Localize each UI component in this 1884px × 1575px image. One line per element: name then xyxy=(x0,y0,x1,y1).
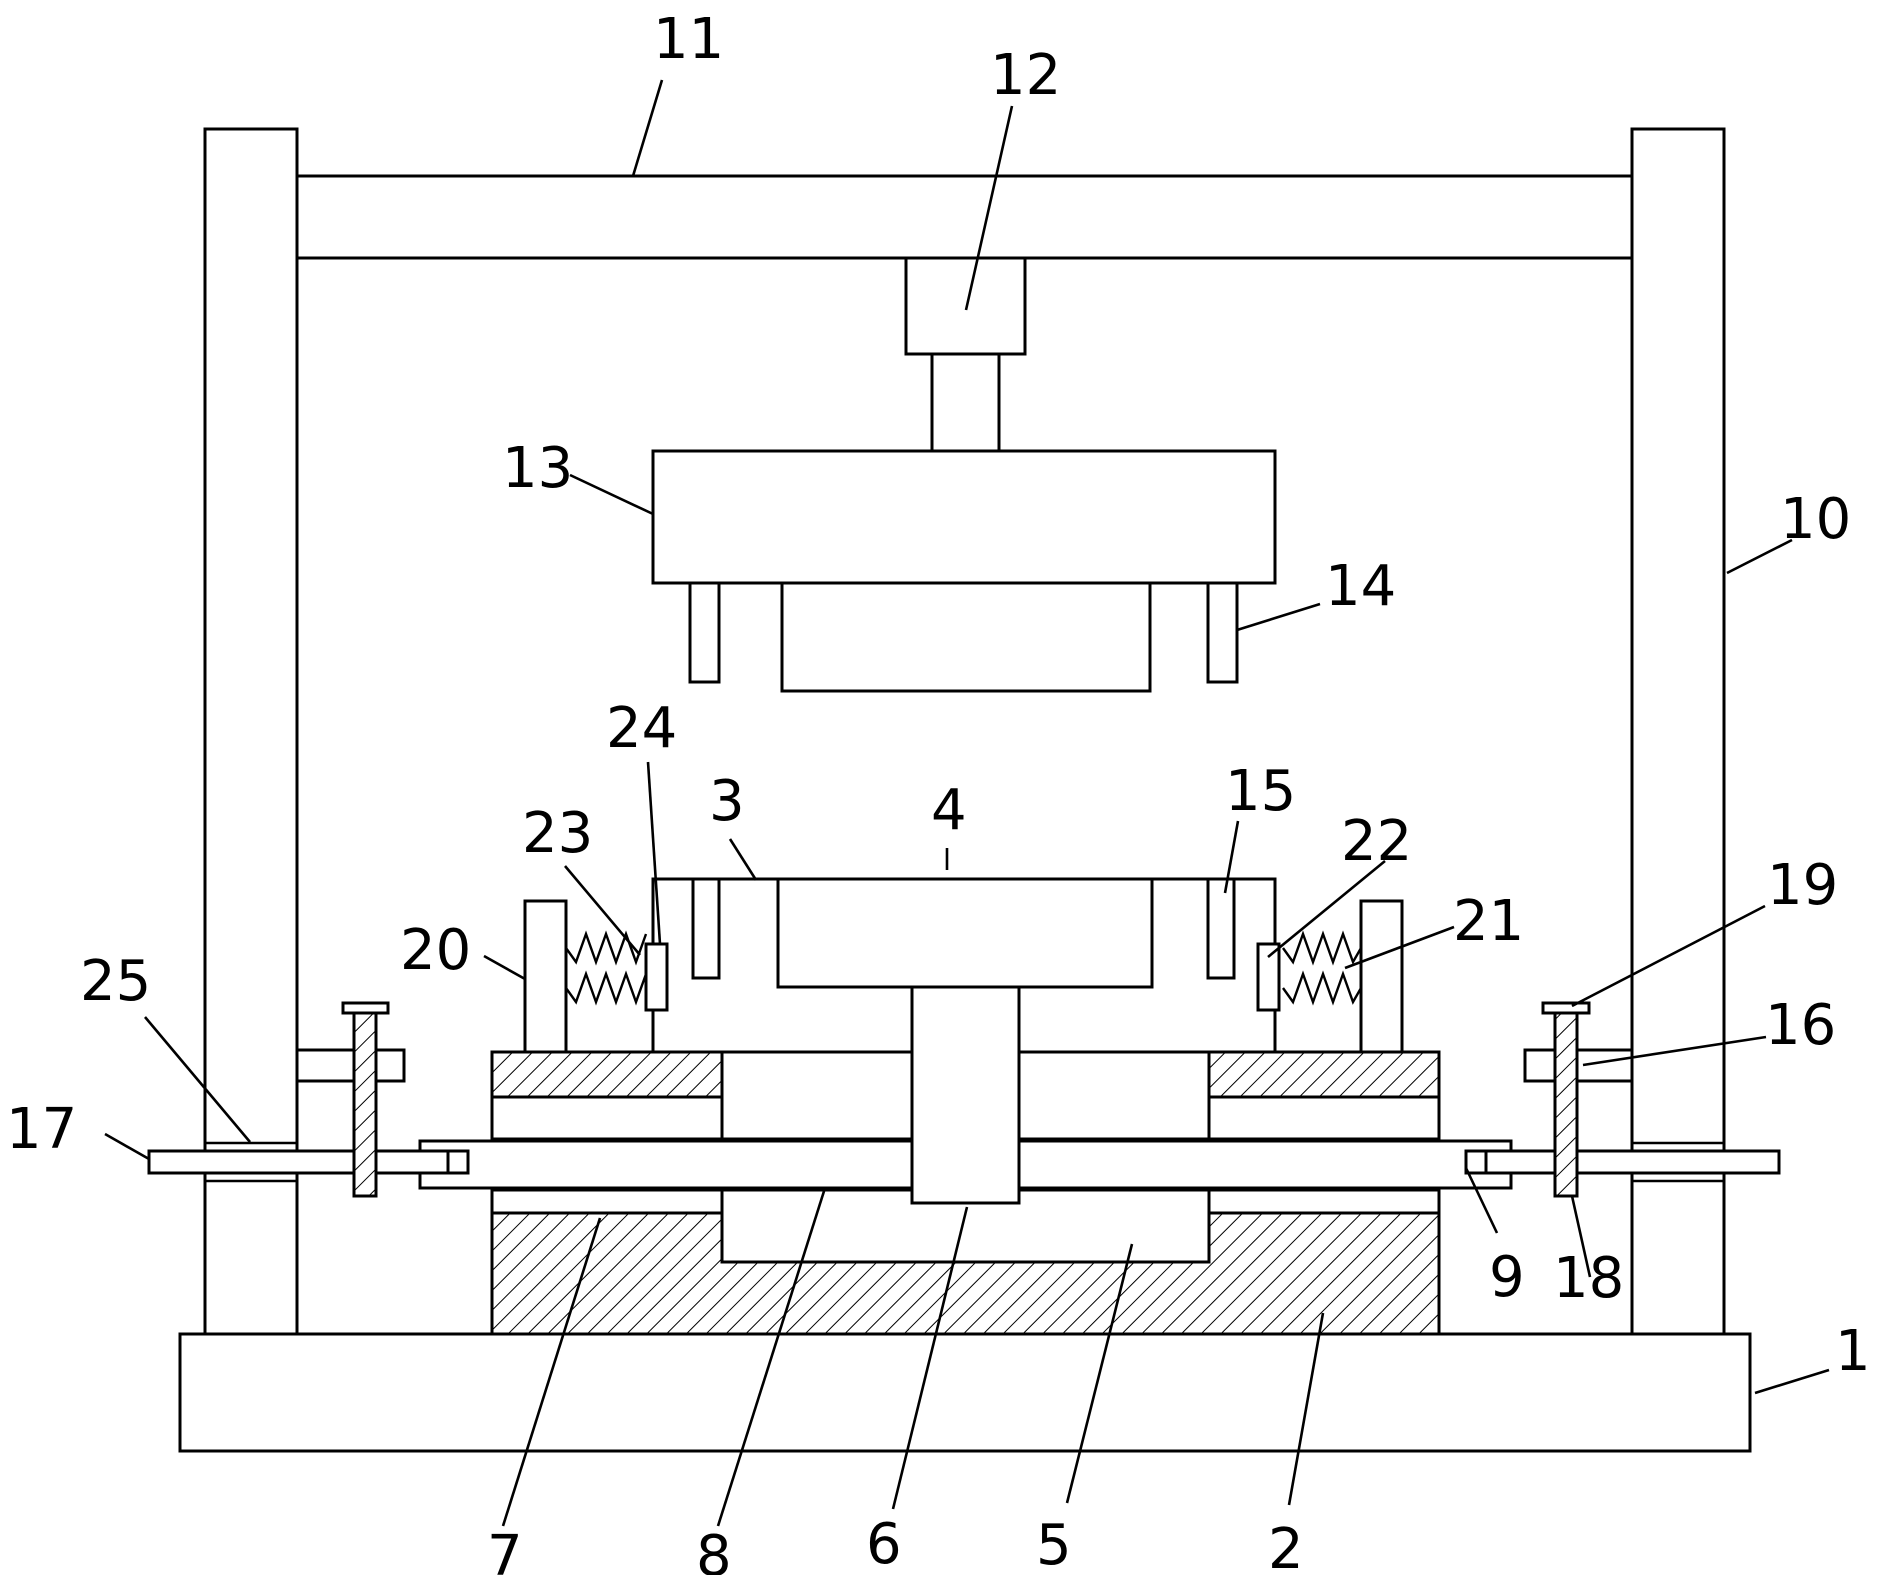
leader-11 xyxy=(631,79,664,177)
label-8: 8 xyxy=(696,1524,732,1575)
right-stop-block xyxy=(1359,899,1404,1054)
lower-left-gap xyxy=(490,1188,724,1215)
label-21: 21 xyxy=(1453,889,1524,954)
right-rail xyxy=(1464,1149,1781,1175)
leader-20 xyxy=(483,954,526,981)
label-15: 15 xyxy=(1225,759,1296,824)
left-guide-post xyxy=(688,581,721,684)
die-cavity xyxy=(776,877,1154,989)
leader-18 xyxy=(1570,1195,1592,1278)
leader-17 xyxy=(104,1132,150,1161)
label-9: 9 xyxy=(1489,1245,1525,1310)
left-screw-knob xyxy=(341,1001,390,1015)
leader-19 xyxy=(1571,904,1766,1008)
right-push-plate xyxy=(1256,942,1281,1012)
leader-3 xyxy=(728,838,758,881)
label-6: 6 xyxy=(866,1512,902,1575)
label-22: 22 xyxy=(1341,809,1412,874)
upper-punch xyxy=(780,581,1152,693)
label-17: 17 xyxy=(6,1097,77,1162)
label-10: 10 xyxy=(1780,487,1851,552)
leader-15 xyxy=(1223,820,1240,894)
left-bracket xyxy=(295,1048,406,1083)
leader-21 xyxy=(1344,925,1455,970)
left-guide-hole xyxy=(691,877,721,980)
left-inner-block xyxy=(490,1095,724,1141)
left-spring xyxy=(565,930,648,1006)
label-14: 14 xyxy=(1325,554,1396,619)
leader-8 xyxy=(716,1187,827,1527)
leader-12 xyxy=(964,105,1014,311)
leader-24 xyxy=(646,761,662,945)
label-19: 19 xyxy=(1767,853,1838,918)
left-push-plate xyxy=(644,942,669,1012)
right-upper-hatch-block xyxy=(1207,1050,1441,1099)
left-upper-hatch-block xyxy=(490,1050,724,1099)
label-25: 25 xyxy=(80,949,151,1014)
right-rail-end xyxy=(1464,1149,1488,1175)
right-column xyxy=(1630,127,1726,1336)
leader-10 xyxy=(1726,538,1793,575)
right-inner-block xyxy=(1207,1095,1441,1141)
left-rail xyxy=(147,1149,469,1175)
label-1: 1 xyxy=(1835,1319,1871,1384)
label-13: 13 xyxy=(502,436,573,501)
upper-die-plate xyxy=(651,449,1277,585)
label-20: 20 xyxy=(400,918,471,983)
left-column xyxy=(203,127,299,1336)
label-7: 7 xyxy=(487,1524,523,1575)
leader-25 xyxy=(144,1016,251,1143)
right-screw-knob xyxy=(1541,1001,1591,1015)
lower-support-block xyxy=(490,1211,1441,1336)
leader-13 xyxy=(569,473,654,516)
leader-14 xyxy=(1236,602,1321,632)
top-beam xyxy=(295,174,1634,260)
right-screw xyxy=(1553,1011,1579,1198)
right-guide-hole xyxy=(1206,877,1236,980)
leader-1 xyxy=(1754,1368,1830,1395)
label-5: 5 xyxy=(1036,1513,1072,1575)
leader-22 xyxy=(1267,859,1386,959)
leader-7 xyxy=(501,1217,602,1527)
label-24: 24 xyxy=(606,696,677,761)
cylinder xyxy=(904,256,1027,356)
label-2: 2 xyxy=(1268,1517,1304,1575)
piston-rod xyxy=(930,352,1001,453)
right-guide-post xyxy=(1206,581,1239,684)
leader-9 xyxy=(1464,1167,1499,1234)
label-11: 11 xyxy=(653,7,724,72)
left-rail-end xyxy=(446,1149,470,1175)
label-3: 3 xyxy=(709,769,745,834)
leader-2 xyxy=(1287,1312,1325,1506)
leader-23 xyxy=(564,865,641,956)
label-16: 16 xyxy=(1765,993,1836,1058)
label-23: 23 xyxy=(522,801,593,866)
lower-right-gap xyxy=(1207,1188,1441,1215)
ejector-column xyxy=(910,985,1021,1205)
leader-5 xyxy=(1065,1243,1134,1504)
left-screw xyxy=(352,1011,378,1198)
leader-6 xyxy=(891,1206,969,1510)
label-18: 18 xyxy=(1553,1246,1624,1311)
base-plate xyxy=(178,1332,1752,1453)
left-stop-block xyxy=(523,899,568,1054)
label-12: 12 xyxy=(990,43,1061,108)
right-spring xyxy=(1282,930,1363,1006)
leader-16 xyxy=(1582,1035,1767,1067)
label-4: 4 xyxy=(931,778,967,843)
